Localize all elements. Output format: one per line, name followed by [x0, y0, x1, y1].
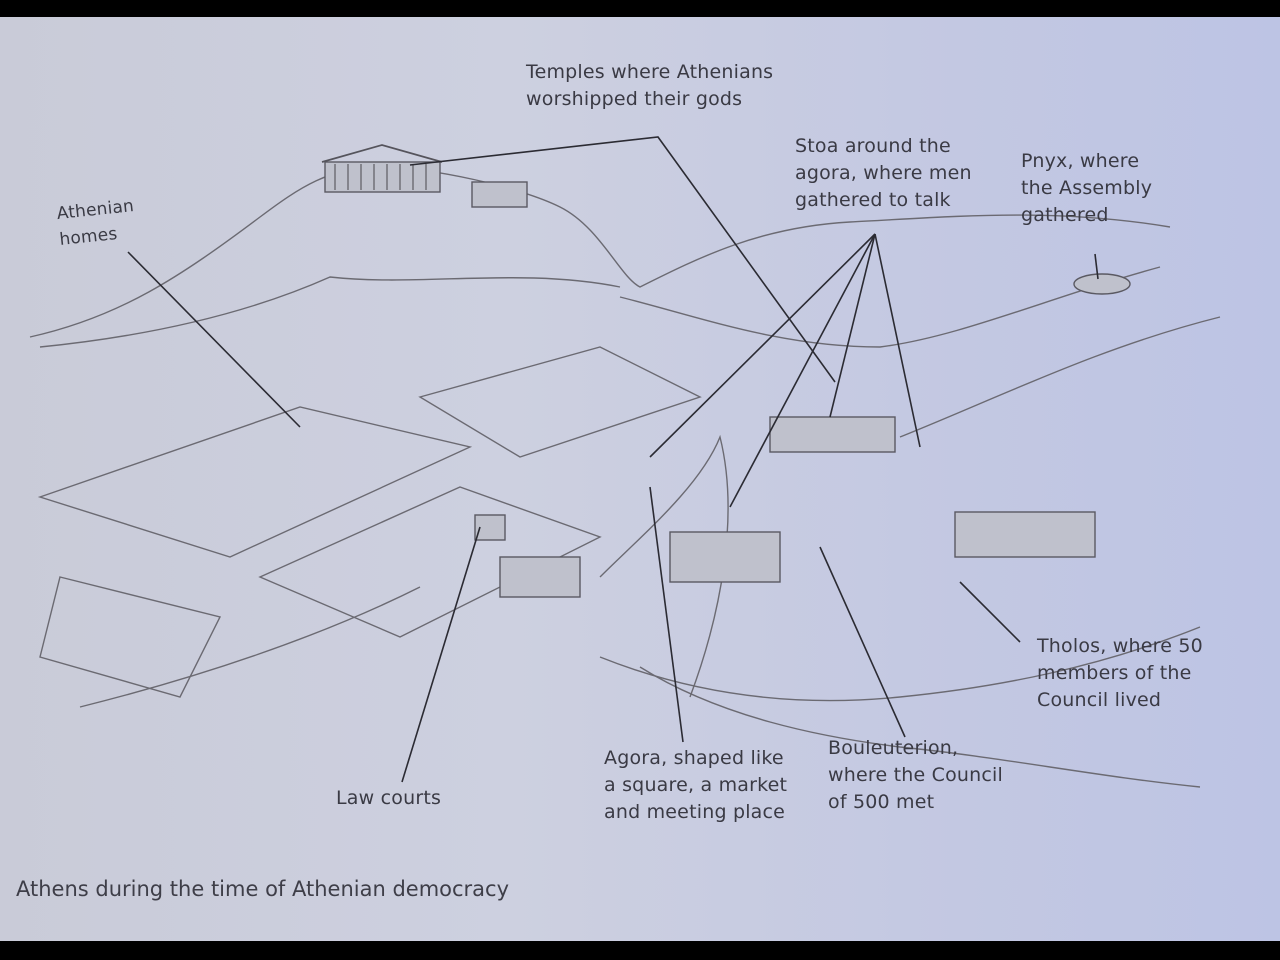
label-pnyx: Pnyx, where the Assembly gathered: [1021, 150, 1153, 226]
label-tholos: Tholos, where 50 members of the Council …: [1037, 635, 1203, 711]
label-athenian-homes: Athenian homes: [55, 196, 136, 250]
textbook-page: Temples where Athenians worshipped their…: [0, 17, 1280, 941]
label-temples: Temples where Athenians worshipped their…: [526, 61, 774, 110]
figure-caption: Athens during the time of Athenian democ…: [16, 877, 510, 901]
label-stoa: Stoa around the agora, where men gathere…: [795, 135, 972, 211]
athens-illustration: [29, 136, 1221, 788]
label-agora: Agora, shaped like a square, a market an…: [604, 747, 788, 823]
label-bouleuterion: Bouleuterion, where the Council of 500 m…: [828, 737, 1003, 813]
label-law-courts: Law courts: [336, 787, 442, 809]
